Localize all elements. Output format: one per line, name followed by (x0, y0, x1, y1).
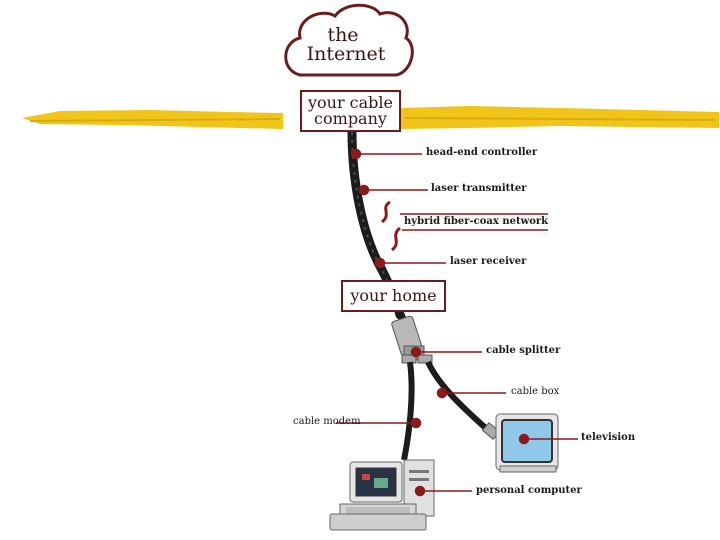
cable-company-label: your cable company (300, 90, 401, 132)
personal-computer-label: personal computer (476, 485, 582, 496)
cable-splitter-label: cable splitter (486, 345, 561, 356)
your-home-label: your home (341, 280, 446, 312)
laser-transmitter-label: laser transmitter (431, 183, 527, 194)
cable-company-line2: company (314, 109, 387, 128)
head-end-controller-label: head-end controller (426, 147, 538, 158)
callout-lines (336, 148, 578, 497)
hfc-squiggle (380, 200, 402, 252)
cable-modem-label: cable modem (293, 416, 361, 427)
cloud-line2: Internet (307, 43, 386, 65)
highlighter-stroke (22, 106, 719, 129)
modem-branch-cable (401, 361, 415, 461)
internet-cloud: the Internet (284, 3, 414, 77)
television-label: television (581, 432, 636, 443)
cable-company-line1: your cable (307, 93, 394, 112)
cloud-line1: the (327, 24, 358, 46)
cable-splitter-device (391, 315, 433, 364)
personal-computer-device (329, 459, 435, 531)
hfc-network-label: hybrid fiber-coax network (404, 216, 549, 227)
cable-box-label: cable box (511, 386, 560, 397)
tv-branch-cable (425, 360, 493, 435)
laser-receiver-label: laser receiver (450, 256, 527, 267)
your-home-text: your home (350, 286, 437, 305)
